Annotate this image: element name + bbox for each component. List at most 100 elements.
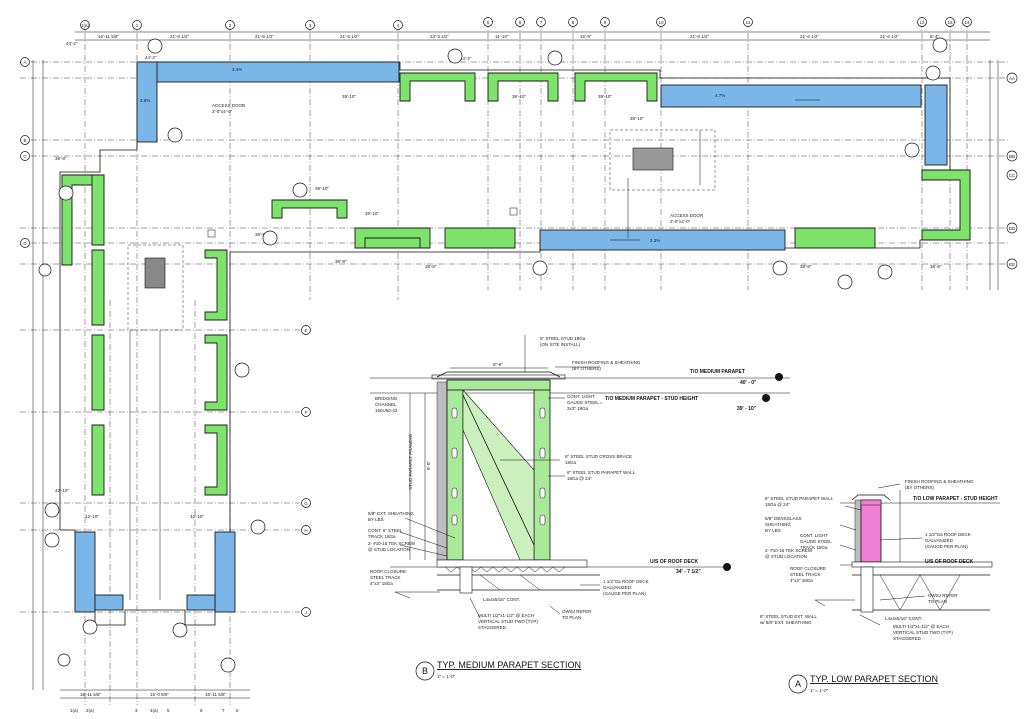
svg-text:42'-10": 42'-10": [85, 514, 99, 519]
svg-text:6" STEEL STUD 18Ga: 6" STEEL STUD 18Ga: [540, 336, 586, 341]
svg-text:3x3" 18Ga: 3x3" 18Ga: [567, 406, 589, 411]
svg-text:150U50-43: 150U50-43: [375, 408, 398, 413]
svg-text:@ STUD LOCATION: @ STUD LOCATION: [765, 554, 807, 559]
grid-bubble: G: [301, 498, 311, 508]
svg-text:TO PLAN: TO PLAN: [562, 615, 581, 620]
blue-saddle: [74, 531, 96, 613]
svg-text:3: 3: [309, 23, 312, 28]
svg-text:7: 7: [222, 708, 225, 713]
svg-text:EE: EE: [1009, 262, 1015, 267]
svg-text:2: 2: [229, 23, 232, 28]
svg-text:MULTI 1/2"x1-1/2" @ EACH: MULTI 1/2"x1-1/2" @ EACH: [893, 624, 949, 629]
grid-bubble: 1: [132, 20, 142, 30]
svg-text:FINISH ROOFING & SHEATHING: FINISH ROOFING & SHEATHING: [572, 360, 641, 365]
svg-text:16'-9": 16'-9": [580, 34, 592, 39]
svg-text:2- #10-16 TEK SCREW: 2- #10-16 TEK SCREW: [368, 541, 416, 546]
green-parapets: [61, 72, 971, 496]
top-dimension-string: 16'-11 5/8" 21'-6 1/2" 21'-6 1/2" 21'-6 …: [75, 31, 990, 41]
svg-text:11'-10": 11'-10": [495, 34, 509, 39]
svg-text:H: H: [304, 528, 307, 533]
svg-text:(BY OTHERS): (BY OTHERS): [572, 366, 601, 371]
roof-hatch: [632, 147, 674, 171]
parapet-segment: [794, 227, 876, 249]
svg-text:12: 12: [919, 20, 925, 25]
svg-text:38'-8": 38'-8": [930, 264, 942, 269]
svg-text:STEEL TRACK: STEEL TRACK: [370, 575, 401, 580]
bottom-dimension-string: 16'-11 5/8" 15'-0 5/8" 16'-11 5/8": [60, 689, 250, 699]
svg-text:39'-10": 39'-10": [598, 94, 612, 99]
parapet-segment: [354, 227, 431, 249]
svg-text:1(a): 1(a): [70, 708, 79, 713]
svg-text:J: J: [305, 610, 307, 615]
blue-saddle: [660, 84, 922, 108]
svg-text:1 1/2"Ga ROOF DECK: 1 1/2"Ga ROOF DECK: [603, 579, 649, 584]
svg-text:16'-11 5/8": 16'-11 5/8": [80, 692, 102, 697]
svg-text:GAUGE STEEL =: GAUGE STEEL =: [567, 400, 603, 405]
grid-bubble: 2: [225, 20, 235, 30]
svg-text:3.4%: 3.4%: [232, 67, 242, 72]
svg-text:CC: CC: [1009, 173, 1016, 178]
svg-text:GAUGE STEEL: GAUGE STEEL: [800, 539, 832, 544]
grid-bubble: H: [301, 525, 311, 535]
side-grid-bubbles: E F G H J: [301, 325, 311, 617]
svg-text:STUD PARAPET FRAMING: STUD PARAPET FRAMING: [408, 433, 413, 490]
svg-text:18Ga @ 24": 18Ga @ 24": [765, 502, 790, 507]
svg-text:STEEL TRACK: STEEL TRACK: [790, 572, 821, 577]
grid-bubble: DD: [1006, 222, 1018, 234]
svg-text:T/O LOW PARAPET - STUD HEIGHT: T/O LOW PARAPET - STUD HEIGHT: [913, 496, 998, 502]
svg-text:L4x4x5/16" CONT.: L4x4x5/16" CONT.: [483, 597, 520, 602]
parapet-segment: [574, 72, 658, 102]
svg-text:38'-8": 38'-8": [55, 156, 67, 161]
svg-text:8: 8: [236, 708, 239, 713]
svg-text:1: 1: [136, 23, 139, 28]
plan-tags: 44'-2" 44'-2" 44'-2" 39'-10" 39'-10" 39'…: [55, 41, 942, 519]
svg-text:34' - 7 1/2": 34' - 7 1/2": [676, 569, 701, 575]
section-markers: [38, 37, 948, 673]
svg-text:3'-0"x4'-0": 3'-0"x4'-0": [670, 219, 691, 224]
svg-text:STAGGERED: STAGGERED: [478, 625, 507, 630]
svg-text:44'-2": 44'-2": [460, 56, 472, 61]
svg-text:U/S OF ROOF DECK: U/S OF ROOF DECK: [925, 559, 973, 565]
svg-text:38'-8": 38'-8": [800, 264, 812, 269]
parapet-segment: [271, 199, 348, 219]
svg-text:4(a): 4(a): [150, 708, 159, 713]
svg-text:8: 8: [572, 20, 575, 25]
blue-saddle: [214, 531, 236, 613]
svg-text:44'-2": 44'-2": [66, 41, 78, 46]
grid-bubble: A: [20, 57, 30, 67]
svg-text:18Ga: 18Ga: [565, 460, 577, 465]
svg-text:11: 11: [746, 20, 751, 25]
svg-text:G: G: [304, 501, 308, 506]
svg-text:(GAUGE PER PLAN): (GAUGE PER PLAN): [925, 544, 968, 549]
svg-text:CONT. 6" STEEL: CONT. 6" STEEL: [368, 528, 403, 533]
svg-text:CONT. LIGHT: CONT. LIGHT: [567, 394, 595, 399]
svg-text:CONT. LIGHT: CONT. LIGHT: [800, 533, 828, 538]
blue-saddle: [136, 61, 400, 83]
grid-bubble: CC: [1006, 169, 1018, 181]
svg-text:38'-8": 38'-8": [255, 232, 267, 237]
grid-bubble: 10: [656, 17, 666, 27]
svg-text:39'-10": 39'-10": [342, 94, 356, 99]
svg-text:TRACK 18Ga: TRACK 18Ga: [368, 534, 396, 539]
svg-text:U/S OF ROOF DECK: U/S OF ROOF DECK: [650, 559, 698, 565]
svg-text:CHANNEL: CHANNEL: [375, 402, 397, 407]
svg-text:ROOF CLOSURE: ROOF CLOSURE: [370, 569, 406, 574]
bottom-grid-bubbles: 1(a) 2(a) 3 4(a) 5 6 7 8: [70, 708, 239, 713]
svg-text:39'-10": 39'-10": [315, 186, 329, 191]
parapet-segment: [91, 424, 105, 496]
grid-bubble: B: [20, 135, 30, 145]
svg-text:VERTICAL STUD TWO (TYP): VERTICAL STUD TWO (TYP): [893, 630, 953, 635]
parapet-segment: [91, 174, 105, 246]
svg-text:6: 6: [200, 708, 203, 713]
svg-text:T/O MEDIUM PARAPET: T/O MEDIUM PARAPET: [690, 369, 745, 375]
svg-text:@ STUD LOCATION: @ STUD LOCATION: [368, 547, 410, 552]
parapet-segment: [399, 72, 476, 102]
grid-bubble: 8: [568, 17, 578, 27]
svg-text:(BY OTHERS): (BY OTHERS): [905, 485, 934, 490]
svg-text:1 1/2"Ga ROOF DECK: 1 1/2"Ga ROOF DECK: [925, 532, 971, 537]
svg-text:16'-11 5/8": 16'-11 5/8": [205, 692, 227, 697]
grid-bubble: F: [301, 407, 311, 417]
grid-bubble: 5: [483, 17, 493, 27]
svg-text:2- #10-16 TEK SCREW: 2- #10-16 TEK SCREW: [765, 548, 813, 553]
parapet-segment: [921, 169, 971, 241]
